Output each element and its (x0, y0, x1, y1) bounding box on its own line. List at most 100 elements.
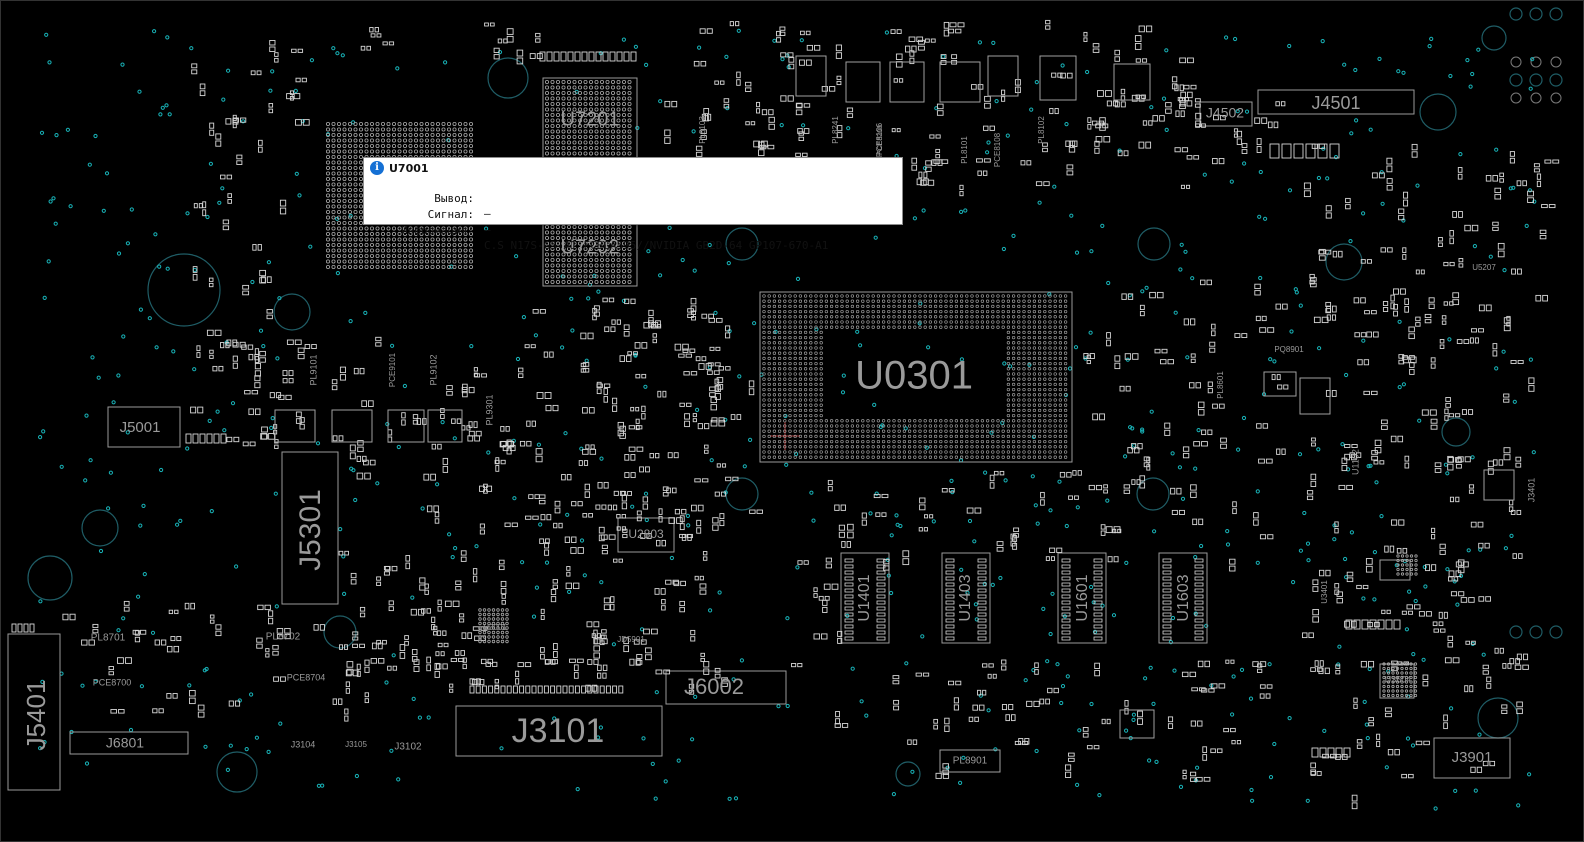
passive-pad (1454, 413, 1461, 418)
passive-pad (723, 98, 730, 103)
passive-pad (813, 633, 820, 640)
passive-pad (455, 580, 462, 585)
passive-pad (796, 103, 803, 108)
bga-ball-u7201 (567, 124, 572, 129)
passive-pad (1072, 470, 1077, 476)
connector-pin (531, 685, 537, 694)
passive-pad (1379, 460, 1385, 465)
bga-ball-u7202 (556, 252, 561, 257)
bga-ball-u7001 (347, 264, 352, 269)
cpu-ball (1037, 361, 1042, 366)
via (904, 661, 909, 666)
bga-ball-u7201 (627, 129, 632, 134)
cpu-ball (840, 419, 844, 423)
bga-ball-u7202 (616, 274, 621, 279)
via (42, 740, 47, 745)
cpu-ball (902, 429, 907, 433)
passive-pad (473, 367, 478, 372)
passive-pad (1402, 547, 1408, 554)
bga-ball-u7001 (325, 220, 330, 225)
via (895, 522, 900, 527)
passive-pad (295, 77, 301, 83)
passive-pad (1050, 556, 1055, 561)
passive-pad (232, 122, 237, 129)
passive-pad (1401, 773, 1407, 779)
cpu-ball (767, 294, 771, 298)
cpu-ball (809, 450, 813, 454)
cpu-ball (1032, 455, 1037, 459)
cpu-ball (1022, 408, 1026, 413)
cpu-ball (991, 455, 995, 459)
cpu-ball (985, 439, 990, 444)
bga-ball-u7201 (561, 151, 566, 156)
passive-pad (209, 129, 215, 136)
passive-pad (1182, 769, 1187, 774)
passive-pad (603, 388, 608, 395)
bga-ball-u7201 (545, 102, 550, 107)
mounting-hole (1325, 243, 1363, 281)
passive-pad (1261, 315, 1267, 322)
passive-pad (228, 700, 234, 707)
bga-ball-u7001 (380, 264, 385, 269)
passive-pad (1253, 512, 1259, 519)
passive-pad (356, 663, 361, 670)
cpu-ball (1058, 320, 1063, 324)
cpu-ball (819, 450, 823, 454)
via (353, 497, 358, 503)
cpu-ball (1048, 408, 1052, 413)
passive-pad (1363, 359, 1370, 366)
passive-pad (1283, 384, 1289, 390)
cpu-ball (1027, 325, 1031, 329)
passive-pad (339, 366, 346, 374)
cpu-ball (965, 429, 969, 433)
bga-ball-u7001 (336, 127, 341, 132)
passive-pad (1428, 303, 1435, 309)
passive-pad (1114, 362, 1121, 370)
ic-pin (876, 618, 886, 623)
passive-pad (1492, 175, 1498, 182)
cpu-ball (798, 356, 803, 361)
passive-pad (1065, 140, 1071, 147)
cpu-ball (887, 424, 891, 428)
cpu-ball (918, 304, 922, 309)
cpu-ball (1058, 424, 1063, 428)
bga-ball-u7001 (336, 187, 341, 192)
cpu-ball (913, 309, 917, 314)
bga-ball-u7202 (545, 279, 550, 284)
cpu-ball (772, 387, 777, 392)
ic-pin (945, 630, 955, 635)
cpu-ball (897, 445, 901, 449)
passive-pad (585, 684, 591, 692)
cpu-ball (881, 445, 886, 449)
mounting-hole (1549, 625, 1563, 639)
via (363, 310, 368, 315)
via (207, 418, 212, 423)
bga-ball-u7202 (622, 268, 627, 273)
bga-ball-u7001 (386, 122, 391, 127)
cpu-ball (777, 361, 782, 366)
cpu-ball (1037, 419, 1042, 423)
cpu-ball (783, 330, 787, 335)
cpu-ball (1032, 387, 1037, 392)
cpu-ball (777, 351, 782, 355)
passive-pad (1190, 484, 1197, 491)
cpu-ball (959, 320, 964, 324)
cpu-ball (928, 320, 933, 324)
cpu-ball (783, 346, 787, 350)
cpu-ball (907, 455, 912, 459)
passive-pad (713, 370, 720, 375)
via (894, 513, 899, 518)
cpu-ball (949, 309, 953, 314)
passive-pad (1438, 611, 1443, 619)
passive-pad (1438, 621, 1444, 627)
cpu-ball (933, 455, 938, 459)
cpu-ball (762, 408, 766, 413)
passive-pad (1010, 533, 1016, 540)
passive-pad (202, 201, 207, 209)
bga-ball-u7001 (441, 149, 446, 154)
bga-ball-u7202 (622, 235, 627, 240)
bga-ball-u7202 (600, 274, 605, 279)
cpu-ball (767, 445, 771, 449)
